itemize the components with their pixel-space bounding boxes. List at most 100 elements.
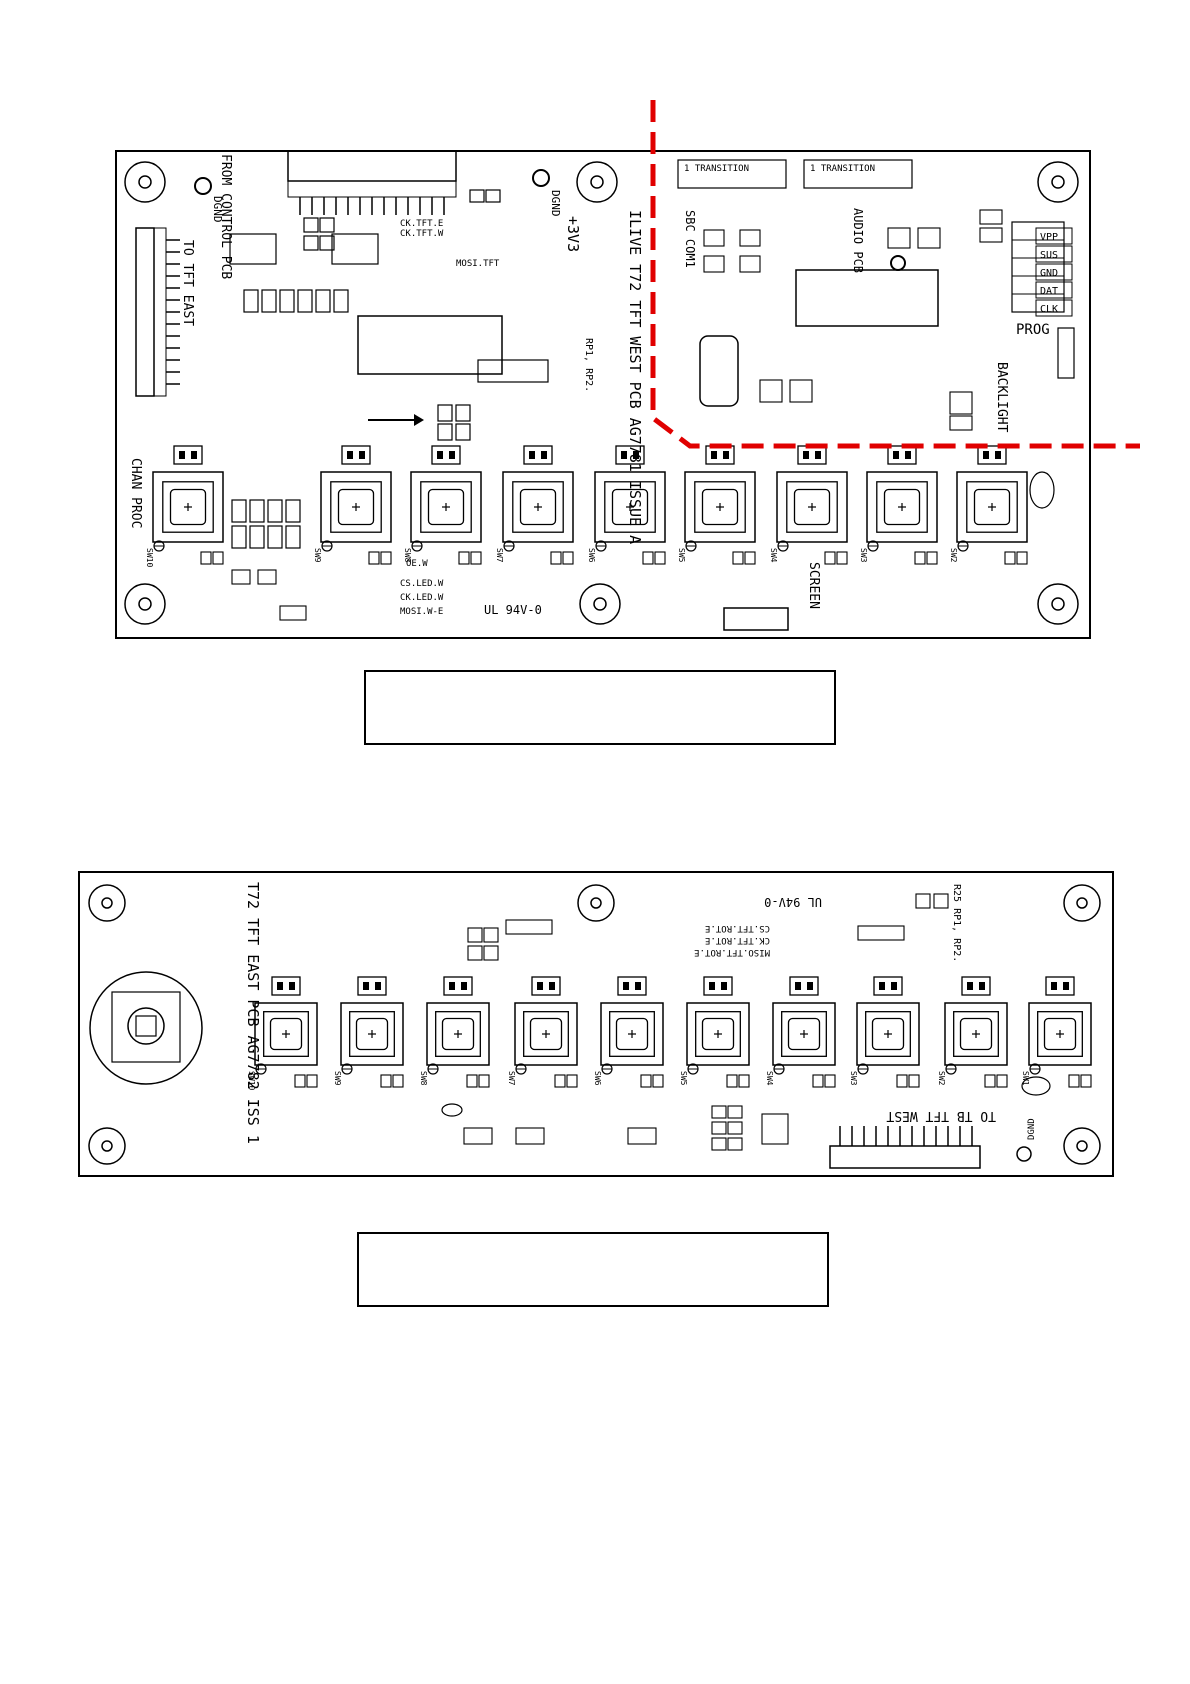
switch-label: SW9 (313, 548, 322, 563)
west-label-transition-a: 1 TRANSITION (684, 164, 749, 174)
west-resistor-array (231, 189, 501, 549)
west-label-audio-pcb: AUDIO PCB (851, 208, 865, 273)
west-mounting-hole-tr (1037, 161, 1079, 203)
west-label-from-control: FROM CONTROL PCB (218, 154, 233, 279)
west-crystal (699, 335, 739, 407)
west-connector-pin-labels: VPP SUS GND DAT CLK (1035, 227, 1073, 317)
west-label-3v3: +3V3 (564, 216, 582, 252)
east-pcb-board: SW10 SW9 SW8 SW7 SW6 SW5 SW4 SW3 SW2 SW1 T72 TFT … (78, 871, 1114, 1177)
west-label-prog: PROG (1016, 322, 1050, 338)
west-label-sbc-com: SBC COM1 (683, 210, 697, 268)
switch-footprint: SW5 (679, 976, 750, 1088)
west-switch-row: SW10 SW9 SW8 SW7 SW6 SW5 SW4 SW3 SW2 (145, 445, 1028, 567)
east-bottom-header-connector (829, 1126, 981, 1169)
west-bottom-connector (723, 607, 789, 631)
switch-footprint: SW8 (419, 976, 490, 1088)
west-label-mosi-w-e: MOSI.W-E (400, 607, 443, 617)
west-pin-label: GND (1040, 268, 1058, 279)
switch-label: SW6 (587, 548, 596, 563)
west-pin-label: VPP (1040, 232, 1058, 243)
west-main-ic (357, 315, 503, 375)
west-ic-u7 (477, 359, 549, 383)
east-mounting-hole-bl (88, 1127, 126, 1165)
west-label-ck-tft-e: CK.TFT.E (400, 219, 443, 229)
switch-footprint: SW7 (507, 976, 578, 1088)
east-misc-pads (463, 893, 949, 1151)
west-mounting-hole-bl (124, 583, 166, 625)
west-caption-box (364, 670, 836, 745)
west-large-ic (795, 269, 939, 327)
switch-footprint: SW5 (677, 445, 756, 565)
switch-label: SW4 (769, 548, 778, 563)
east-cap-c16 (1021, 1076, 1051, 1096)
switch-label: SW3 (859, 548, 868, 563)
east-label-ul-rating: UL 94V-0 (764, 895, 822, 909)
east-label-cs-tft-rot: CS.TFT.ROT.E (705, 923, 770, 933)
west-left-header-connector (135, 227, 180, 397)
switch-footprint: SW2 (937, 976, 1008, 1088)
west-label-chan-proc: CHAN PROC (128, 458, 143, 528)
switch-label: SW6 (593, 1071, 602, 1086)
west-highlight-dashed-border (650, 100, 1140, 449)
west-mounting-hole-br (1037, 583, 1079, 625)
switch-footprint: SW4 (765, 976, 836, 1088)
east-rotary-encoder (89, 971, 203, 1085)
west-top-header-connector (287, 150, 457, 215)
east-label-miso-tft-rot: MISO.TFT.ROT.E (694, 947, 770, 957)
east-label-rp-note: R25 RP1, RP2. (951, 884, 962, 962)
switch-label: SW9 (333, 1071, 342, 1086)
west-label-dgnd-b: DGND (549, 190, 562, 217)
switch-footprint: SW1 (1021, 976, 1092, 1088)
switch-footprint: SW2 (949, 445, 1028, 565)
switch-footprint: SW3 (859, 445, 938, 565)
west-misc-pads (231, 209, 1003, 621)
west-mounting-hole-tl (124, 161, 166, 203)
west-label-ck-tft-w: CK.TFT.W (400, 229, 444, 239)
east-mounting-hole-tl (88, 884, 126, 922)
switch-label: SW8 (403, 548, 412, 563)
switch-label: SW1 (1021, 1071, 1030, 1086)
east-caption-box (357, 1232, 829, 1307)
west-label-ck-led-w: CK.LED.W (400, 593, 444, 603)
switch-footprint: SW4 (769, 445, 848, 565)
west-arrow (368, 414, 424, 426)
east-label-dgnd: DGND (1027, 1118, 1037, 1140)
west-label-screen: SCREEN (806, 562, 821, 609)
east-mounting-hole-br (1063, 1127, 1101, 1165)
east-cap-c15 (441, 1103, 463, 1117)
switch-label: SW5 (679, 1071, 688, 1086)
west-transition-connector-b (803, 159, 913, 189)
switch-footprint: SW9 (313, 445, 392, 565)
west-label-rp-note: RP1, RP2. (583, 338, 594, 392)
west-cap-c23 (1029, 471, 1055, 509)
switch-label: SW8 (419, 1071, 428, 1086)
east-mounting-hole-tc (577, 884, 615, 922)
west-prog-connector (1011, 221, 1065, 313)
west-label-dgnd-a: DGND (211, 196, 224, 223)
west-label-ul-rating: UL 94V-0 (484, 603, 542, 617)
switch-footprint: SW3 (849, 976, 920, 1088)
switch-footprint: SW6 (587, 445, 666, 565)
switch-footprint: SW10 (247, 976, 318, 1090)
west-label-transition-b: 1 TRANSITION (810, 164, 875, 174)
west-dgnd-testpoint-b (532, 169, 550, 187)
switch-label: SW2 (937, 1071, 946, 1086)
west-board-title: ILIVE T72 TFT WEST PCB AG7781 ISSUE A (626, 210, 644, 544)
east-board-title: T72 TFT EAST PCB AG7782 ISS 1 (244, 882, 262, 1144)
west-pcb-board: SW10 SW9 SW8 SW7 SW6 SW5 SW4 SW3 SW2 ILIVE T72 T… (115, 100, 1140, 639)
switch-label: SW2 (949, 548, 958, 563)
switch-label: SW10 (247, 1071, 256, 1090)
switch-label: SW5 (677, 548, 686, 563)
switch-label: SW4 (765, 1071, 774, 1086)
switch-label: SW10 (145, 548, 154, 567)
west-label-oe-w: OE.W (406, 559, 428, 569)
switch-label: SW3 (849, 1071, 858, 1086)
west-dgnd-testpoint-a (194, 177, 212, 195)
switch-label: SW7 (495, 548, 504, 563)
west-mounting-hole-bc (579, 583, 621, 625)
west-label-to-tft-east: TO TFT EAST (180, 240, 195, 326)
switch-label: SW7 (507, 1071, 516, 1086)
west-label-mosi-tft: MOSI.TFT (456, 259, 500, 269)
switch-footprint: SW10 (145, 445, 224, 567)
